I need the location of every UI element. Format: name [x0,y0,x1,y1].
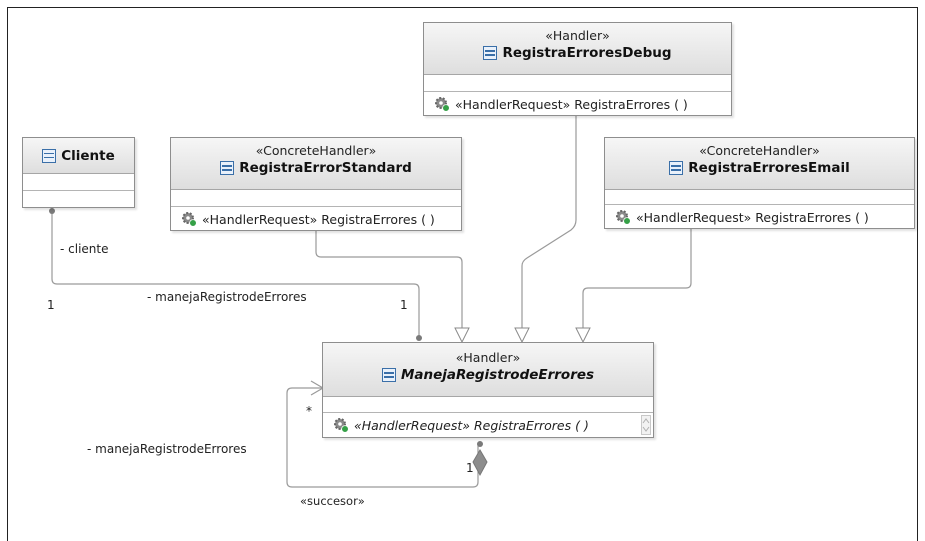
operation-label: «HandlerRequest» RegistraErrores ( ) [636,209,869,225]
attributes-compartment [605,190,914,205]
class-registra-errores-debug[interactable]: «Handler» RegistraErroresDebug «HandlerR… [423,22,732,116]
stereotype-label: «Handler» [545,28,610,43]
generalization-standard [315,231,463,340]
compartment-scroll-arrows-icon[interactable] [641,415,651,435]
class-icon [220,161,235,175]
generalization-debug [521,116,577,340]
generalization-standard-arrowhead [454,327,470,344]
composition-end-dot [477,441,483,447]
attributes-compartment [23,174,134,191]
stereotype-label: «ConcreteHandler» [699,143,820,158]
attributes-compartment [424,75,731,92]
operation-row[interactable]: «HandlerRequest» RegistraErrores ( ) [424,92,731,116]
multiplicity-self-one: 1 [466,461,474,475]
composition-diamond [472,449,488,477]
operation-row[interactable]: «HandlerRequest» RegistraErrores ( ) [323,413,653,437]
multiplicity-cliente: 1 [47,298,55,312]
attributes-compartment [171,190,461,207]
stereotype-succesor: «succesor» [300,494,365,508]
class-name: RegistraErroresDebug [502,45,672,61]
class-name: RegistraErrorStandard [239,160,412,176]
self-association [286,387,479,488]
class-header: Cliente [23,138,134,174]
multiplicity-self-many: * [306,404,312,418]
role-label-maneja: - manejaRegistrodeErrores [147,290,307,304]
operation-gear-icon [434,96,450,112]
class-icon [669,161,684,175]
association-cliente [51,211,420,338]
class-registra-errores-email[interactable]: «ConcreteHandler» RegistraErroresEmail «… [604,137,915,229]
operation-gear-icon [181,211,197,227]
stereotype-label: «ConcreteHandler» [255,143,377,158]
class-icon [381,368,396,382]
role-label-self: - manejaRegistrodeErrores [87,442,247,456]
class-icon [42,148,57,163]
generalization-debug-arrowhead [514,327,530,344]
operation-gear-icon [615,209,631,225]
class-icon [483,46,498,60]
class-name: Cliente [61,147,115,164]
class-cliente[interactable]: Cliente [22,137,135,208]
class-header: «ConcreteHandler» RegistraErroresEmail [605,138,914,190]
operation-label: «HandlerRequest» RegistraErrores ( ) [202,211,435,227]
generalization-email [582,229,692,340]
generalization-email-arrowhead [575,327,591,344]
class-header: «ConcreteHandler» RegistraErrorStandard [171,138,461,190]
operation-label: «HandlerRequest» RegistraErrores ( ) [354,417,589,433]
operation-gear-icon [333,417,349,433]
operation-row[interactable]: «HandlerRequest» RegistraErrores ( ) [605,205,914,229]
stereotype-label: «Handler» [455,350,521,365]
class-name: ManejaRegistrodeErrores [400,367,595,383]
class-header: «Handler» RegistraErroresDebug [424,23,731,75]
class-maneja-registro-de-errores[interactable]: «Handler» ManejaRegistrodeErrores «Handl… [322,342,654,438]
association-end-dot-maneja [416,335,422,341]
role-label-cliente: - cliente [60,242,109,256]
class-header: «Handler» ManejaRegistrodeErrores [323,343,653,397]
operation-row[interactable]: «HandlerRequest» RegistraErrores ( ) [171,207,461,231]
multiplicity-maneja: 1 [400,298,408,312]
association-end-dot-cliente [49,208,55,214]
class-name: RegistraErroresEmail [688,160,850,176]
diagram-frame [7,7,918,541]
operation-label: «HandlerRequest» RegistraErrores ( ) [455,96,688,112]
class-registra-error-standard[interactable]: «ConcreteHandler» RegistraErrorStandard … [170,137,462,231]
attributes-compartment [323,397,653,413]
